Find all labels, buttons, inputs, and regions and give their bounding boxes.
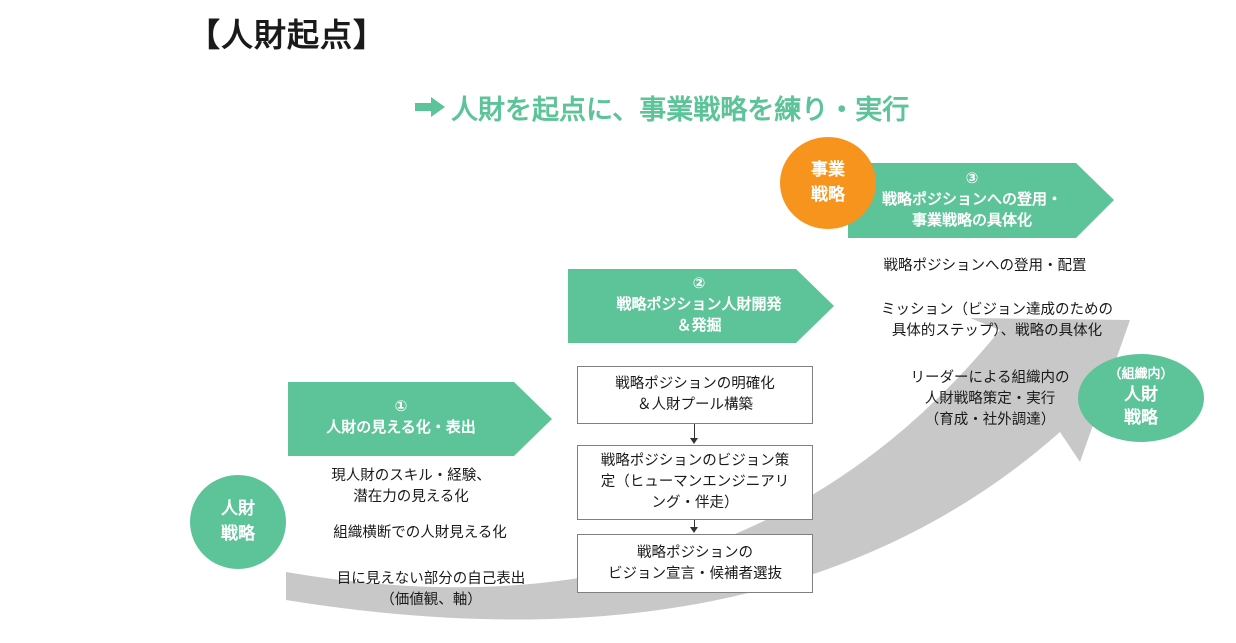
step3-item-b-line-1: ミッション（ビジョン達成のための [881,302,1113,318]
connector-arrowhead-1 [690,438,698,444]
step2-box-clarify: 戦略ポジションの明確化 ＆人財プール構築 [577,366,813,424]
step2-box-vision: 戦略ポジションのビジョン策 定（ヒューマンエンジニアリ ング・伴走） [577,445,813,520]
step1-chevron [288,382,552,456]
hr-strategy-line-2: 戦略 [221,524,255,544]
step3-number: ③ [965,169,979,187]
internal-hr-strategy-circle: （組織内） 人財 戦略 [1078,354,1204,442]
hr-strategy-circle: 人財 戦略 [190,475,286,569]
step2-label: ② 戦略ポジション人財開発 ＆発掘 [568,273,830,336]
step1-label: ① 人財の見える化・表出 [288,396,514,438]
step1-item-visibility: 現人財のスキル・経験、 潜在力の見える化 [300,466,522,508]
step2-box1-line-2: ＆人財プール構築 [637,397,753,413]
step2-box2-line-1: 戦略ポジションのビジョン策 [600,453,790,469]
step1-item-a-line-2: 潜在力の見える化 [353,489,469,505]
step3-item-c-line-1: リーダーによる組織内の [910,370,1070,386]
step2-box-declaration: 戦略ポジションの ビジョン宣言・候補者選抜 [577,534,813,593]
step3-item-c-line-2: 人財戦略策定・実行 [924,391,1056,407]
step3-chevron [848,163,1114,238]
step3-title-line-2: 事業戦略の具体化 [911,211,1032,229]
business-strategy-circle: 事業 戦略 [780,137,876,229]
right-arrow-icon [415,95,445,126]
page-subtitle: 人財を起点に、事業戦略を練り・実行 [415,88,909,127]
internal-hr-strategy-line-1: 人財 [1124,385,1158,405]
step1-item-a-line-1: 現人財のスキル・経験、 [331,468,491,484]
step3-item-appointment: 戦略ポジションへの登用・配置 [872,256,1098,277]
internal-hr-strategy-small: （組織内） [1108,367,1174,382]
step2-chevron [568,269,834,343]
step3-item-leader: リーダーによる組織内の 人財戦略策定・実行 （育成・社外調達） [890,368,1090,431]
step2-box3-line-1: 戦略ポジションの [637,544,753,561]
step2-box2-line-2: 定（ヒューマンエンジニアリ [600,474,790,490]
step1-item-c-line-1: 目に見えない部分の自己表出 [336,571,526,587]
business-strategy-line-1: 事業 [811,160,845,180]
connector-line-1 [694,424,695,438]
step3-title-line-1: 戦略ポジションへの登用・ [881,190,1062,208]
step2-box3-line-2: ビジョン宣言・候補者選抜 [608,565,782,582]
step1-item-c-line-2: （価値観、軸） [380,592,482,608]
step3-item-c-line-3: （育成・社外調達） [924,412,1056,428]
step2-box1-line-1: 戦略ポジションの明確化 [615,376,775,392]
connector-line-2 [694,520,695,527]
business-strategy-line-2: 戦略 [811,185,845,205]
step1-item-cross-org: 組織横断での人財見える化 [300,523,540,544]
step1-number: ① [394,397,408,415]
page-title: 【人財起点】 [188,16,387,54]
step1-item-self-expression: 目に見えない部分の自己表出 （価値観、軸） [300,569,562,611]
internal-hr-strategy-line-2: 戦略 [1124,408,1158,428]
step1-item-b-line-1: 組織横断での人財見える化 [333,525,507,541]
step1-title: 人財の見える化・表出 [326,418,476,436]
step3-item-b-line-2: 具体的ステップ）、戦略の具体化 [891,323,1103,339]
step2-title-line-2: ＆発掘 [676,316,722,334]
step3-item-a-line-1: 戦略ポジションへの登用・配置 [883,258,1087,274]
step2-number: ② [692,274,706,292]
subtitle-text: 人財を起点に、事業戦略を練り・実行 [451,95,910,126]
step2-title-line-1: 戦略ポジション人財開発 [616,295,782,313]
step2-box2-line-3: ング・伴走） [651,495,739,511]
step3-label: ③ 戦略ポジションへの登用・ 事業戦略の具体化 [848,168,1096,231]
hr-strategy-line-1: 人財 [221,499,255,519]
connector-arrowhead-2 [690,527,698,533]
step3-item-mission: ミッション（ビジョン達成のための 具体的ステップ）、戦略の具体化 [866,300,1128,342]
